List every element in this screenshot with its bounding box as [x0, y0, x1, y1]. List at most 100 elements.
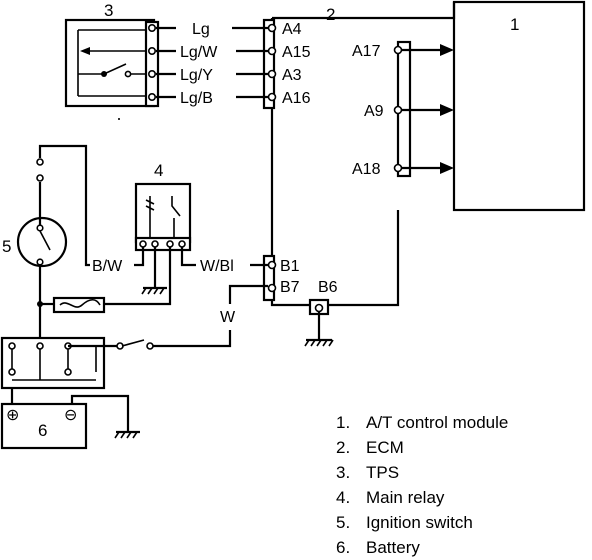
terminal-a15: [267, 46, 277, 56]
wire-label-lg-w: Lg/W: [180, 44, 218, 61]
wire-relay-to-junction: [104, 247, 172, 306]
legend-item-number: 3.: [336, 463, 351, 482]
legend-item-label: Ignition switch: [366, 513, 473, 532]
legend-item-number: 6.: [336, 538, 351, 557]
switch-w-blade: [121, 339, 145, 347]
terminal-label-a17: A17: [352, 43, 381, 60]
battery-ground-symbol: [114, 430, 140, 439]
terminal-a4: [267, 23, 277, 33]
legend-item-number: 4.: [336, 488, 351, 507]
battery-number: 6: [38, 421, 47, 440]
ecm-outline: [270, 2, 456, 307]
battery-box: [0, 402, 88, 450]
ecm-number: 2: [326, 5, 335, 24]
wire-w: [153, 284, 268, 348]
at-control-module-box: [452, 0, 586, 212]
ecm-connector-a-left: [262, 18, 276, 110]
wire-b-w-to-ign: [38, 144, 90, 267]
terminal-a3: [267, 69, 277, 79]
ecm-ground-symbol: [304, 338, 334, 347]
block-pin-4: [8, 368, 16, 376]
terminal-b7: [267, 283, 277, 293]
relay-pin-4: [178, 240, 186, 248]
block-pin-2: [36, 342, 44, 350]
legend-item-number: 1.: [336, 413, 351, 432]
terminal-label-a18: A18: [352, 161, 381, 178]
tps-pin-lg: [148, 23, 157, 32]
main-relay-number: 4: [154, 161, 163, 180]
terminal-a16: [267, 92, 277, 102]
legend-item: 5. Ignition switch: [336, 510, 508, 535]
terminal-label-a9: A9: [364, 103, 384, 120]
wire-label-lg-y: Lg/Y: [180, 67, 213, 84]
block-pin-1: [8, 342, 16, 350]
legend-item: 4. Main relay: [336, 485, 508, 510]
wire-b-w: [134, 247, 145, 267]
legend-item: 1. A/T control module: [336, 410, 508, 435]
legend-item: 3. TPS: [336, 460, 508, 485]
relay-ground-symbol: [141, 286, 167, 295]
relay-pin-1: [139, 240, 147, 248]
tps-pin-lg-y: [148, 70, 157, 79]
arrow-a18: [440, 162, 454, 174]
relay-pin-2: [151, 240, 159, 248]
main-relay-box: [134, 182, 192, 244]
block-pin-5: [64, 368, 72, 376]
at-control-module-number: 1: [510, 15, 519, 34]
tps-switch-contact: [124, 70, 132, 78]
terminal-a17: [393, 45, 403, 55]
ign-fuse-pin-2: [36, 158, 44, 166]
ecm-connector-b: [262, 254, 276, 302]
wire-label-w-bl: W/Bl: [200, 258, 234, 275]
tps-connector: [144, 20, 160, 108]
main-relay-coil: [145, 196, 155, 238]
component-legend: 1. A/T control module 2. ECM 3. TPS 4. Main …: [336, 410, 508, 560]
wire-label-lg-b: Lg/B: [180, 90, 213, 107]
tps-number: 3: [104, 1, 113, 20]
terminal-label-a3: A3: [282, 67, 302, 84]
legend-item-label: ECM: [366, 438, 404, 457]
wire-label-b-w: B/W: [92, 258, 123, 275]
terminal-label-a16: A16: [282, 90, 311, 107]
terminal-b6: [314, 303, 324, 313]
terminal-a18: [393, 163, 403, 173]
wire-battery-minus: [70, 394, 130, 432]
tps-wiper-arrowhead: [80, 47, 90, 55]
legend-item: 6. Battery: [336, 535, 508, 560]
terminal-a9: [393, 105, 403, 115]
fuse-element: [59, 298, 101, 308]
fuse-block-internal: [11, 346, 97, 381]
legend-item-label: A/T control module: [366, 413, 509, 432]
terminal-label-b1: B1: [280, 258, 300, 275]
legend-item-number: 5.: [336, 513, 351, 532]
terminal-label-a15: A15: [282, 44, 311, 61]
tps-idle-switch: [78, 63, 146, 75]
main-relay-contact: [171, 196, 181, 238]
ignition-contact-top: [36, 224, 44, 232]
legend-item-label: TPS: [366, 463, 400, 482]
legend-item-label: Battery: [366, 538, 420, 557]
legend-item-label: Main relay: [366, 488, 445, 507]
tps-box: [64, 18, 156, 108]
wire-label-lg: Lg: [192, 21, 210, 38]
ignition-switch-body: [16, 216, 68, 268]
main-relay-connector: [134, 236, 192, 252]
switch-w-pin-2: [146, 342, 154, 350]
tps-resistor: [77, 29, 146, 97]
terminal-label-b6: B6: [318, 279, 338, 296]
battery-plus-symbol: ⊕: [6, 407, 19, 424]
terminal-label-b7: B7: [280, 279, 300, 296]
arrow-a17: [440, 44, 454, 56]
tps-pin-lg-b: [148, 93, 157, 102]
tps-pin-lg-w: [148, 46, 157, 55]
legend-item: 2. ECM: [336, 435, 508, 460]
relay-pin-3: [166, 240, 174, 248]
battery-fuse-block: [0, 336, 106, 390]
ignition-switch-number: 5: [2, 237, 11, 256]
ignition-contact-bottom: [36, 258, 44, 266]
wire-w-bl: [180, 247, 268, 267]
legend-item-number: 2.: [336, 438, 351, 457]
terminal-label-a4: A4: [282, 21, 302, 38]
ign-fuse-pin-1: [36, 174, 44, 182]
